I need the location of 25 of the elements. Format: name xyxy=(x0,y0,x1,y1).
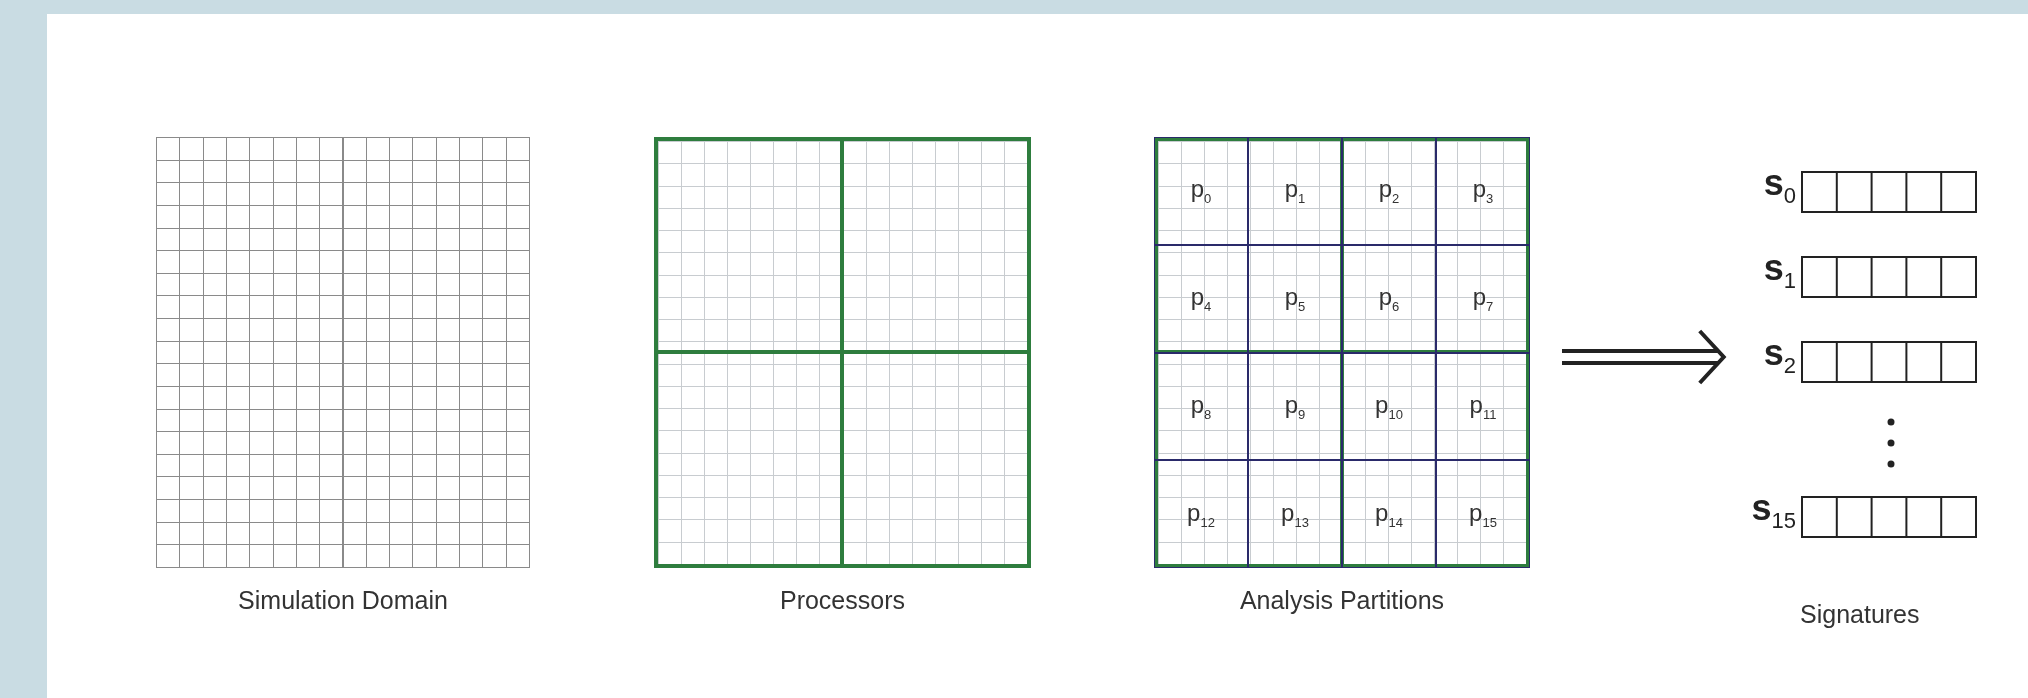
partition-cell: p$_{6}$ xyxy=(1342,244,1436,353)
group-label: Signatures xyxy=(1800,600,1920,629)
partition-cell: p$_{13}$ xyxy=(1248,460,1342,568)
partition-cell: p$_{15}$ xyxy=(1436,460,1530,568)
partition-cell: p$_{2}$ xyxy=(1342,137,1436,245)
partition-cell: p$_{3}$ xyxy=(1436,137,1530,245)
partition-cell: p$_{8}$ xyxy=(1154,352,1248,461)
partition-cell: p$_{7}$ xyxy=(1436,244,1530,353)
grid-label: Analysis Partitions xyxy=(1238,586,1446,615)
partition-cell: p$_{10}$ xyxy=(1342,352,1436,461)
partition-cell: p$_{12}$ xyxy=(1154,460,1248,568)
double-arrow xyxy=(1560,329,1727,385)
partition-cell: p$_{14}$ xyxy=(1342,460,1436,568)
signature-label: s$_{0}$ xyxy=(1763,162,1796,210)
partition-cell: p$_{9}$ xyxy=(1248,352,1342,461)
partition-cell: p$_{5}$ xyxy=(1248,244,1342,353)
grid-label: Processors xyxy=(778,586,906,615)
signature-label: s$_{1}$ xyxy=(1763,247,1796,295)
signature-label: s$_{15}$ xyxy=(1751,487,1796,535)
partition-cell: p$_{1}$ xyxy=(1248,137,1342,245)
partition-cell: p$_{11}$ xyxy=(1436,352,1530,461)
grid-label: Simulation Domain xyxy=(237,586,449,615)
signature-label: s$_{2}$ xyxy=(1763,332,1796,380)
partition-cell: p$_{4}$ xyxy=(1154,244,1248,353)
partition-cell: p$_{0}$ xyxy=(1154,137,1248,245)
